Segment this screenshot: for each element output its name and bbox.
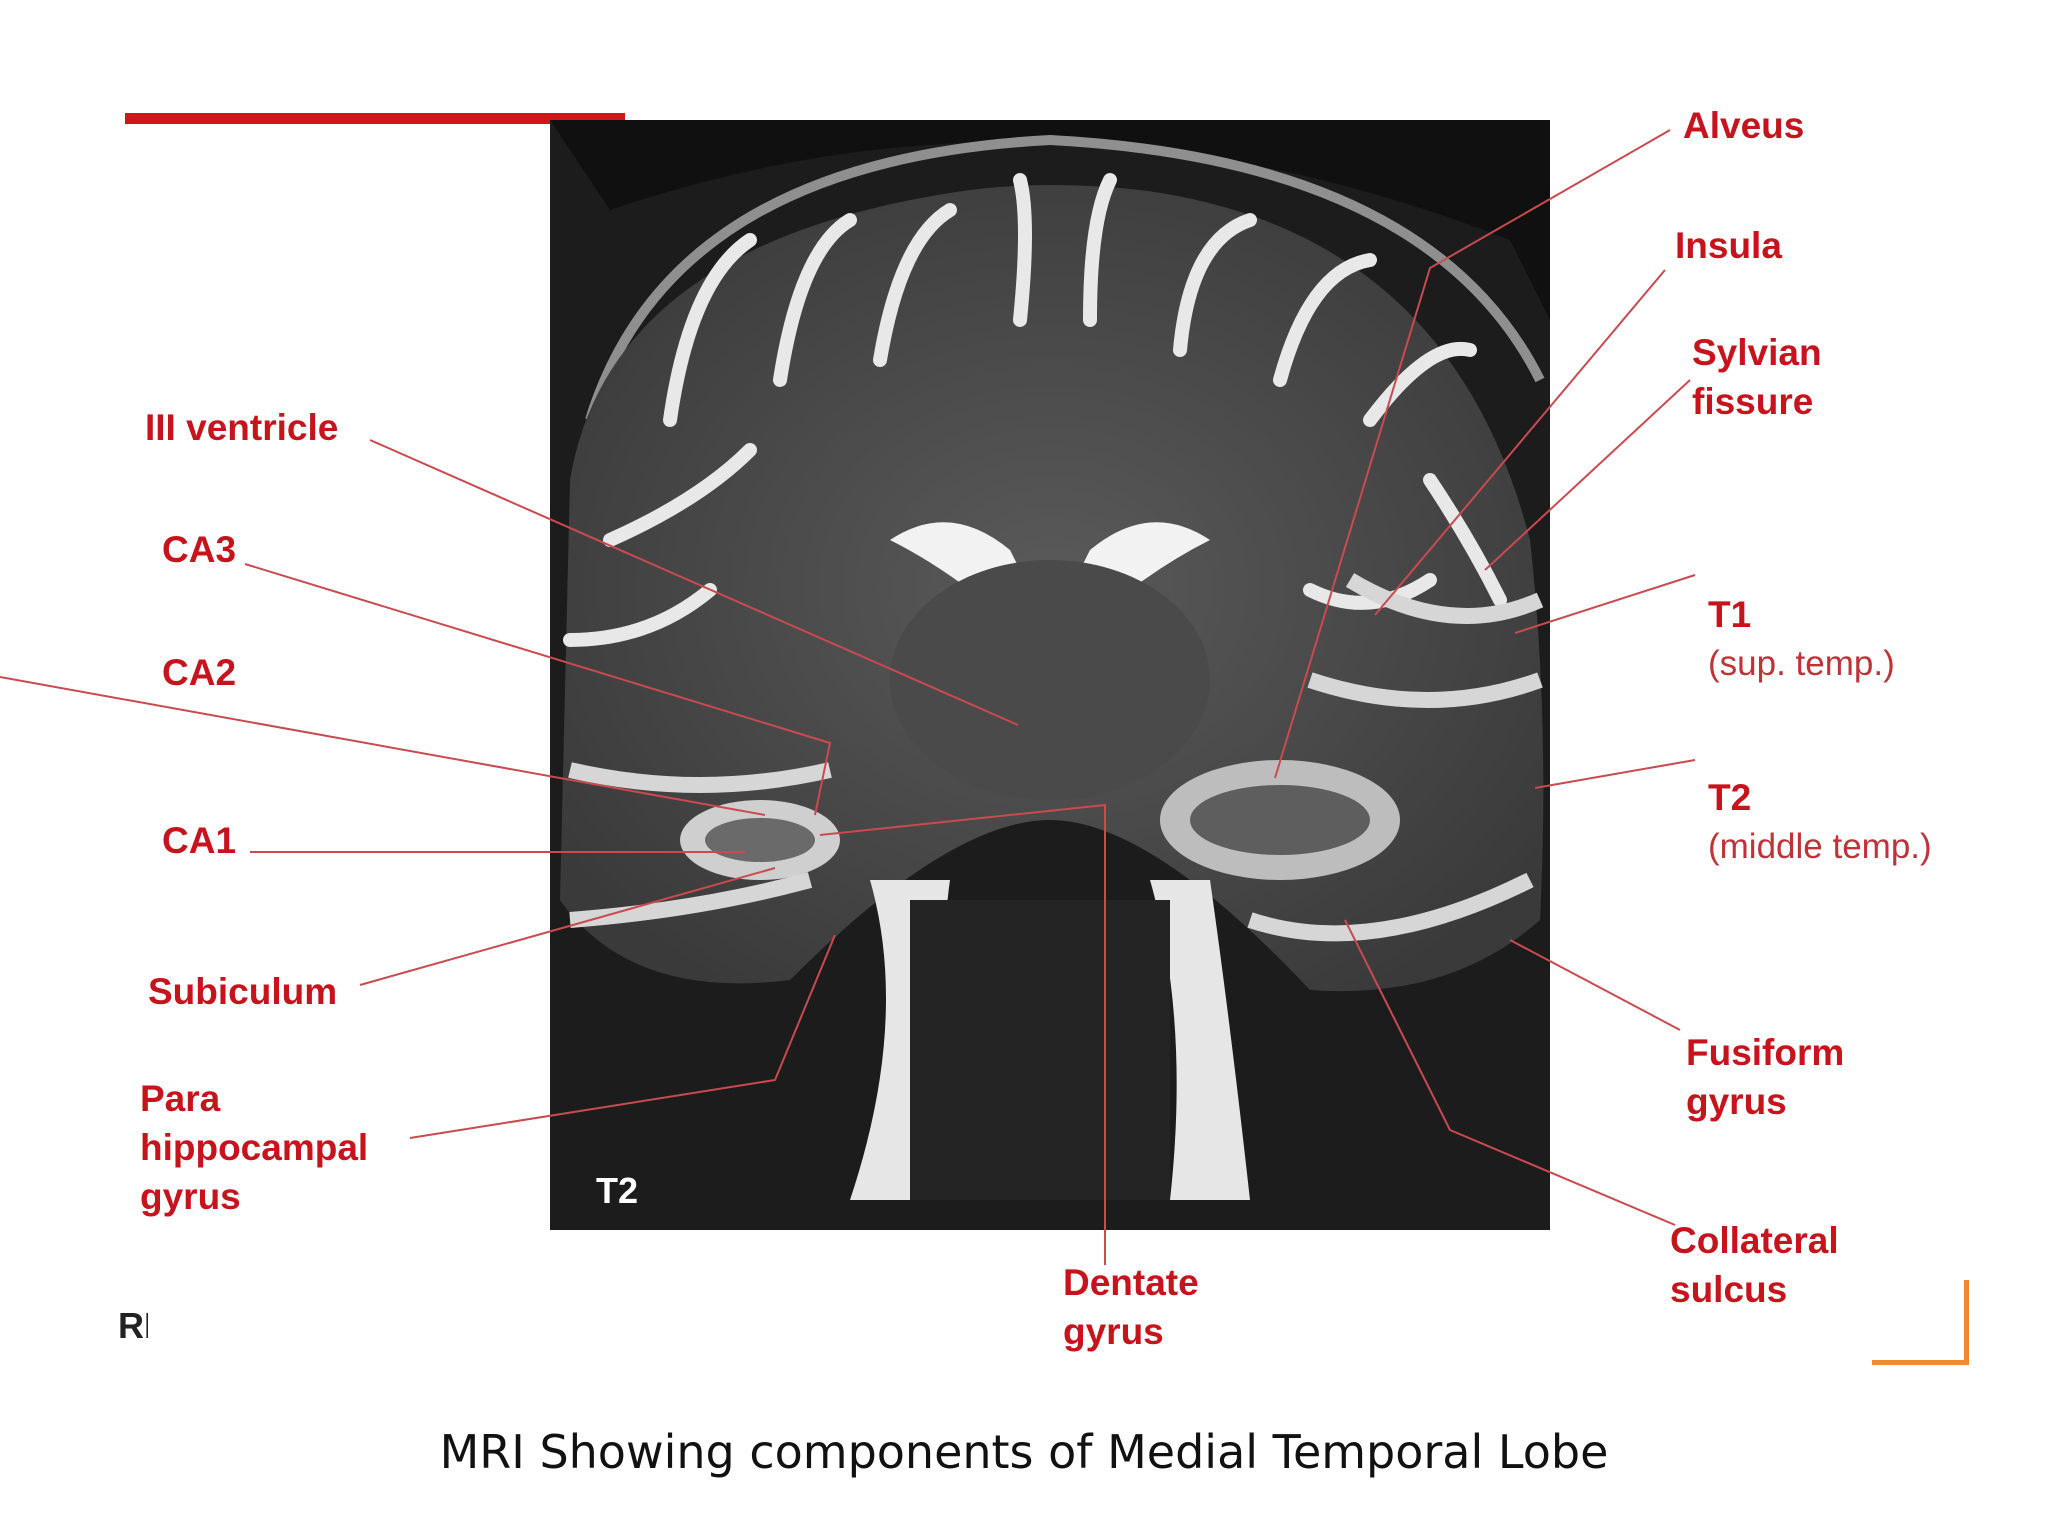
label-ca2: CA2 xyxy=(162,652,237,693)
leader-subiculum xyxy=(359,867,776,986)
label-t1-name: T1 xyxy=(1708,594,1752,635)
leader-dentate xyxy=(819,803,1106,1265)
label-ca1: CA1 xyxy=(162,820,237,861)
label-fusiform-gyrus: Fusiform gyrus xyxy=(1686,1032,1845,1122)
label-t2-sub: (middle temp.) xyxy=(1708,827,1932,866)
label-alveus: Alveus xyxy=(1683,105,1805,146)
leader-iii-ventricle xyxy=(369,439,1019,726)
leader-insula xyxy=(1374,269,1666,616)
label-t1-sub: (sup. temp.) xyxy=(1708,644,1895,683)
leader-collateral xyxy=(1344,919,1676,1226)
red-accent-bar xyxy=(125,113,625,124)
label-dentate-gyrus: Dentate gyrus xyxy=(1063,1262,1199,1352)
label-t1: T1 (sup. temp.) xyxy=(1708,541,1895,737)
leader-ca2 xyxy=(0,676,766,816)
leader-sylvian xyxy=(1484,379,1691,571)
leader-fusiform xyxy=(1509,939,1681,1031)
label-parahippocampal-gyrus: Para hippocampal gyrus xyxy=(140,1078,369,1217)
label-t2-name: T2 xyxy=(1708,777,1752,818)
mri-coronal-image: T2 xyxy=(550,120,1550,1230)
label-t2: T2 (middle temp.) xyxy=(1708,724,1932,920)
label-sylvian-fissure: Sylvian fissure xyxy=(1692,332,1822,422)
leader-parahippocampal xyxy=(409,934,836,1139)
leader-ca3 xyxy=(244,563,832,816)
orange-corner-bracket xyxy=(1872,1280,1969,1365)
brain-illustration xyxy=(550,120,1550,1230)
label-ca3: CA3 xyxy=(162,529,237,570)
sequence-tag: T2 xyxy=(596,1170,639,1211)
leader-alveus xyxy=(1274,129,1671,779)
label-iii-ventricle: III ventricle xyxy=(145,407,339,448)
label-collateral-sulcus: Collateral sulcus xyxy=(1670,1220,1839,1310)
leader-t1 xyxy=(1514,574,1696,634)
cut-off-text: RI xyxy=(118,1305,148,1346)
figure-caption: MRI Showing components of Medial Tempora… xyxy=(439,1425,1609,1479)
label-insula: Insula xyxy=(1675,225,1782,266)
label-subiculum: Subiculum xyxy=(148,971,338,1012)
leader-t2 xyxy=(1534,759,1696,789)
